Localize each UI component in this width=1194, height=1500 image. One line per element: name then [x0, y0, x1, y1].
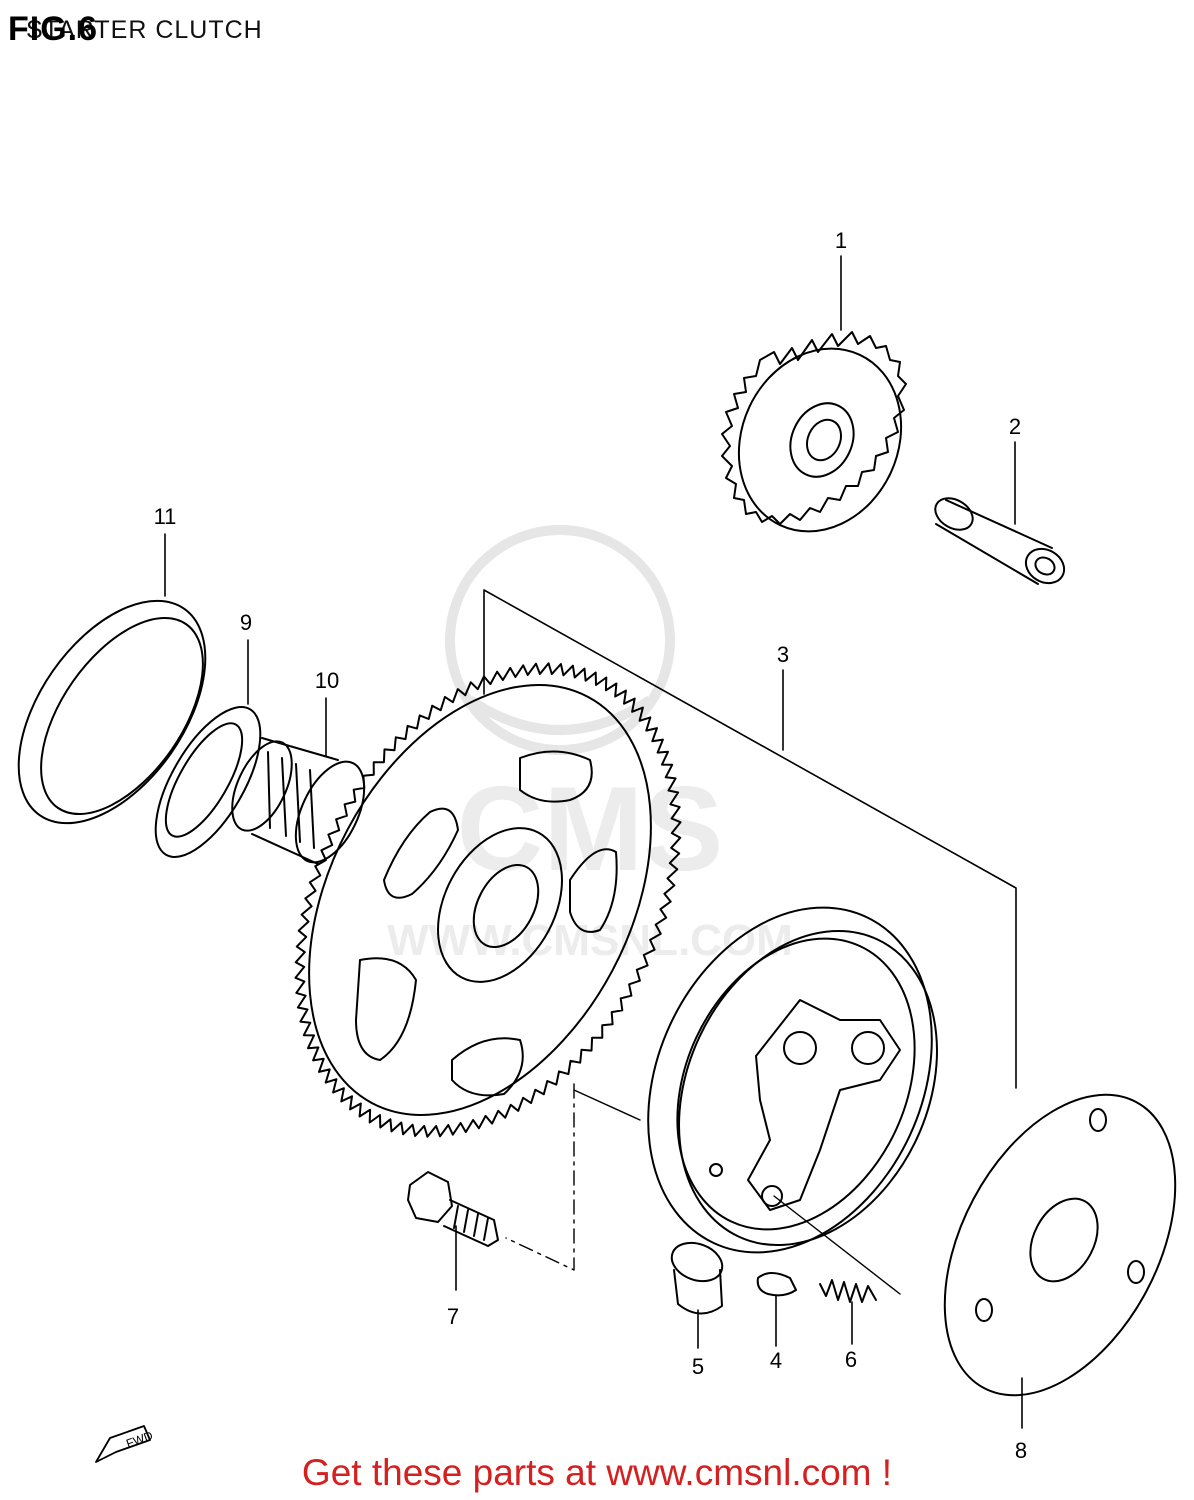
callout-1: 1 [835, 228, 847, 253]
idle-gear-part-1 [721, 331, 907, 533]
washer-part-9 [154, 706, 262, 858]
footer-banner[interactable]: Get these parts at www.cmsnl.com ! [301, 1452, 893, 1493]
figure-title: STARTER CLUTCH [26, 16, 263, 44]
callout-10: 10 [315, 668, 339, 693]
gear-shaft-part-2 [934, 497, 1066, 585]
callout-3: 3 [777, 642, 789, 667]
starter-gear-part-3 [294, 589, 1017, 1138]
callout-6: 6 [845, 1347, 857, 1372]
callout-9: 9 [240, 610, 252, 635]
clutch-housing [647, 906, 938, 1254]
callout-4: 4 [770, 1348, 782, 1373]
callout-2: 2 [1009, 414, 1021, 439]
callout-8: 8 [1015, 1438, 1027, 1463]
plate-part-8 [943, 1093, 1177, 1397]
callout-5: 5 [692, 1354, 704, 1379]
watermark: CMS WWW.CMSNL.COM [387, 525, 793, 965]
watermark-url: WWW.CMSNL.COM [387, 916, 793, 965]
spring-part-6 [819, 1279, 877, 1303]
plunger-part-4 [756, 1272, 797, 1297]
callout-11: 11 [154, 504, 177, 529]
callout-7: 7 [447, 1304, 459, 1329]
bolt-part-7 [407, 1171, 499, 1247]
roller-part-5 [670, 1241, 724, 1315]
ring-part-11 [17, 599, 207, 825]
figure-id: FIG.6 [8, 10, 99, 48]
